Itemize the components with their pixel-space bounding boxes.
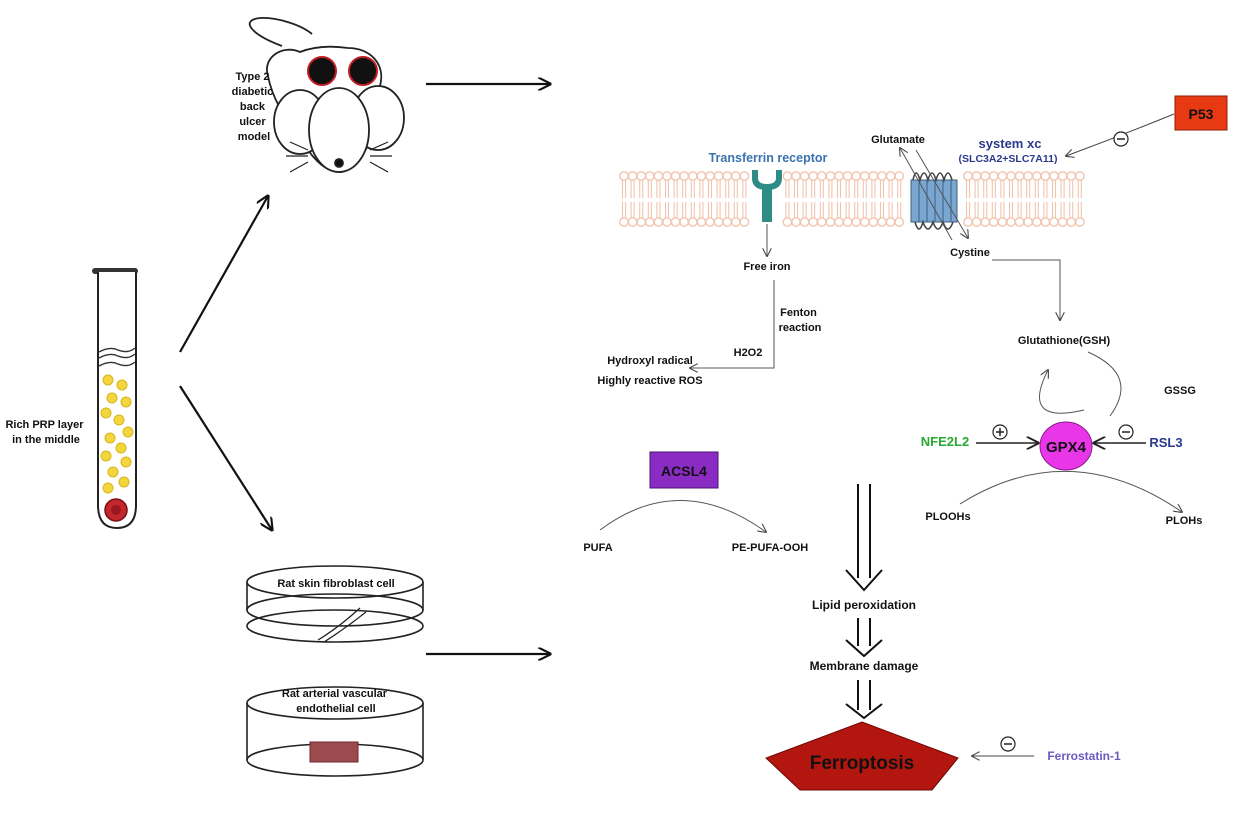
p53-label: P53 <box>1189 106 1214 122</box>
gpx4-label: GPX4 <box>1046 439 1087 456</box>
lipid-peroxidation-label: Lipid peroxidation <box>812 598 916 612</box>
system-xc-subunits-label: (SLC3A2+SLC7A11) <box>959 153 1058 165</box>
double-arrow-to-lipid-peroxidation <box>845 484 883 592</box>
dish-endothelial-label: Rat arterial vascular endothelial cell <box>282 688 390 715</box>
hydroxyl-radical-label: Hydroxyl radical <box>607 355 693 367</box>
gpx4-node <box>1039 421 1093 471</box>
minus-icon <box>1118 424 1134 440</box>
double-arrow-to-membrane-damage <box>845 618 883 658</box>
rsl3-label: RSL3 <box>1149 435 1182 450</box>
glutathione-label: Glutathione(GSH) <box>1018 335 1111 347</box>
gssg-label: GSSG <box>1164 385 1196 397</box>
membrane-damage-label: Membrane damage <box>810 659 919 673</box>
plus-icon <box>992 424 1008 440</box>
nfe2l2-label: NFE2L2 <box>921 434 969 449</box>
free-iron-label: Free iron <box>743 261 790 273</box>
mouse-illustration <box>248 17 405 173</box>
fenton-label: Fenton reaction <box>779 307 822 334</box>
acsl4-box <box>649 451 719 489</box>
cystine-label: Cystine <box>950 247 990 259</box>
mouse-label: Type 2 diabetic back ulcer model <box>232 71 277 143</box>
dish-fibroblast <box>246 565 424 643</box>
ferroptosis-label: Ferroptosis <box>810 753 915 774</box>
p53-box <box>1174 95 1228 131</box>
ferroptosis-node <box>765 721 959 791</box>
ros-label: Highly reactive ROS <box>597 375 702 387</box>
system-xc-label: system xc <box>979 136 1042 151</box>
glutamate-label: Glutamate <box>871 134 925 146</box>
double-arrow-to-ferroptosis <box>845 680 883 720</box>
ferrostatin-label: Ferrostatin-1 <box>1047 749 1121 763</box>
minus-icon <box>1113 131 1129 147</box>
pufa-label: PUFA <box>583 542 612 554</box>
dish-fibroblast-label: Rat skin fibroblast cell <box>277 578 394 590</box>
minus-icon <box>1000 736 1016 752</box>
ploohs-label: PLOOHs <box>925 511 970 523</box>
acsl4-label: ACSL4 <box>661 463 707 479</box>
prp-tube <box>92 268 138 530</box>
system-xc-transporter-icon <box>910 172 958 230</box>
plohs-label: PLOHs <box>1166 515 1203 527</box>
arrow-tube-to-mouse <box>179 196 268 353</box>
lipid-bilayer-membrane <box>619 171 1085 227</box>
arrow-tube-to-cells <box>179 385 272 530</box>
pe-pufa-ooh-label: PE-PUFA-OOH <box>732 542 808 554</box>
transferrin-receptor-icon <box>752 170 782 222</box>
transferrin-receptor-label: Transferrin receptor <box>709 151 828 165</box>
dish-endothelial <box>246 686 424 777</box>
h2o2-label: H2O2 <box>734 347 763 359</box>
tube-label: Rich PRP layer in the middle <box>5 419 86 446</box>
